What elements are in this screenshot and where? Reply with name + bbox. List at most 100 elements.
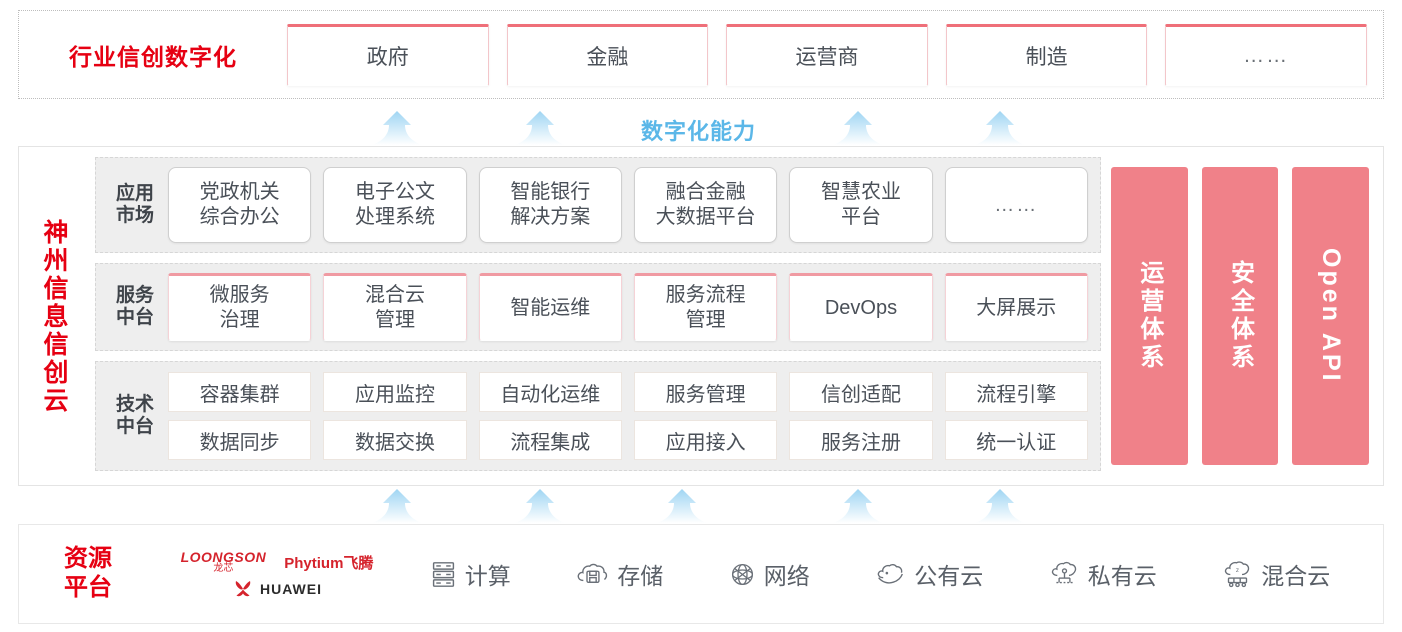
tech-card-app-monitoring[interactable]: 应用监控 <box>323 372 467 412</box>
technology-card-grid: 容器集群 应用监控 自动化运维 服务管理 信创适配 流程引擎 数据同步 数据交换… <box>168 372 1088 460</box>
industry-card-more[interactable]: …… <box>1165 23 1367 86</box>
resource-item-public-cloud[interactable]: 公有云 <box>875 557 983 591</box>
card-line2: 处理系统 <box>354 206 435 228</box>
card-line1: 融合金融 <box>665 181 746 203</box>
tech-card-data-exchange[interactable]: 数据交换 <box>323 420 467 460</box>
pillar-security-system[interactable]: 安全体系 <box>1201 167 1279 465</box>
platform-tier-column: 应用 市场 党政机关综合办公 电子公文处理系统 智能银行解决方案 融合金融大数据… <box>95 157 1101 475</box>
resource-item-private-cloud[interactable]: 私有云 <box>1049 557 1157 591</box>
service-card-microservice-governance[interactable]: 微服务治理 <box>168 273 312 341</box>
loongson-logo-text: LOONGSON <box>180 549 267 565</box>
card-line2: 大数据平台 <box>655 206 756 228</box>
card-line2: 综合办公 <box>199 206 280 228</box>
tech-card-xinchuang-adaptation[interactable]: 信创适配 <box>789 372 933 412</box>
tier-label-line1: 应用 <box>115 183 154 205</box>
industry-card-finance[interactable]: 金融 <box>506 23 709 86</box>
vendor-logo-row: HUAWEI <box>232 580 322 598</box>
industry-card-manufacturing[interactable]: 制造 <box>945 23 1148 86</box>
server-icon <box>430 560 457 589</box>
card-line1: 微服务 <box>209 284 270 306</box>
resource-item-label: 私有云 <box>1087 563 1157 589</box>
app-card-more[interactable]: …… <box>944 167 1088 243</box>
app-card-finance-bigdata[interactable]: 融合金融大数据平台 <box>633 167 778 243</box>
app-card-smart-bank[interactable]: 智能银行解决方案 <box>478 167 622 243</box>
service-card-intelligent-ops[interactable]: 智能运维 <box>478 273 622 341</box>
tech-card-app-access[interactable]: 应用接入 <box>633 420 778 460</box>
up-arrow-icon <box>370 110 424 146</box>
technology-card-row: 容器集群 应用监控 自动化运维 服务管理 信创适配 流程引擎 <box>168 372 1088 412</box>
industry-card-government[interactable]: 政府 <box>287 23 489 86</box>
tech-card-service-registry[interactable]: 服务注册 <box>789 420 933 460</box>
platform-container: 神州信息信创云 应用 市场 党政机关综合办公 电子公文处理系统 智能 <box>18 146 1384 486</box>
pillar-label: 安全体系 <box>1226 260 1254 372</box>
technology-card-row: 数据同步 数据交换 流程集成 应用接入 服务注册 统一认证 <box>168 420 1088 460</box>
service-card-process-management[interactable]: 服务流程管理 <box>633 273 778 341</box>
app-card-edoc-system[interactable]: 电子公文处理系统 <box>323 167 467 243</box>
tier-label-line2: 中台 <box>115 416 154 437</box>
tier-label-line1: 技术 <box>115 394 154 416</box>
loongson-logo-subtext: 龙芯 <box>213 563 234 574</box>
service-card-hybrid-cloud-management[interactable]: 混合云管理 <box>323 273 467 341</box>
card-line1: 智慧农业 <box>820 181 901 203</box>
platform-title: 神州信息信创云 <box>19 147 89 485</box>
industry-card-list: 政府 金融 运营商 制造 …… <box>287 23 1383 86</box>
card-line1: 电子公文 <box>354 181 435 203</box>
platform-body: 应用 市场 党政机关综合办公 电子公文处理系统 智能银行解决方案 融合金融大数据… <box>89 147 1383 485</box>
pillar-column: 运营体系 安全体系 Open API <box>1111 157 1373 475</box>
service-card-large-screen-display[interactable]: 大屏展示 <box>944 273 1088 341</box>
resource-item-label: 公有云 <box>914 563 984 589</box>
resource-item-compute[interactable]: 计算 <box>430 557 511 591</box>
service-card-list: 微服务治理 混合云管理 智能运维 服务流程管理 DevOps <box>168 273 1088 341</box>
tech-card-service-management[interactable]: 服务管理 <box>633 372 778 412</box>
resource-item-label: 存储 <box>617 563 664 589</box>
card-line1: 服务流程 <box>665 284 746 306</box>
capability-label: 数字化能力 <box>641 119 757 144</box>
industry-band: 行业信创数字化 政府 金融 运营商 制造 …… <box>18 10 1384 99</box>
tech-card-process-integration[interactable]: 流程集成 <box>478 420 622 460</box>
card-line2: 管理 <box>685 309 726 331</box>
resource-item-list: 计算 存储 <box>397 557 1383 591</box>
svg-text:z: z <box>1236 566 1239 573</box>
vendor-logo-group: LOONGSON 龙芯 Phytium飞腾 HUAWEI <box>157 550 397 598</box>
tier-label-line1: 服务 <box>115 285 154 307</box>
tech-card-process-engine[interactable]: 流程引擎 <box>944 372 1088 412</box>
tech-card-automated-ops[interactable]: 自动化运维 <box>478 372 622 412</box>
up-arrow-icon <box>513 488 567 524</box>
resource-item-label: 网络 <box>763 563 810 589</box>
tier-application-market: 应用 市场 党政机关综合办公 电子公文处理系统 智能银行解决方案 融合金融大数据… <box>95 157 1101 253</box>
app-card-smart-agriculture[interactable]: 智慧农业平台 <box>789 167 933 243</box>
tier-label-service-platform: 服务 中台 <box>102 285 168 329</box>
pillar-open-api[interactable]: Open API <box>1292 167 1370 465</box>
card-line1: 智能银行 <box>510 181 591 203</box>
pillar-operations-system[interactable]: 运营体系 <box>1111 167 1188 465</box>
platform-title-text: 神州信息信创云 <box>40 219 68 415</box>
lower-arrow-row <box>0 488 1402 524</box>
vendor-logo-row: LOONGSON 龙芯 Phytium飞腾 <box>181 550 374 574</box>
huawei-petal-icon <box>232 580 254 598</box>
huawei-logo: HUAWEI <box>232 580 322 598</box>
resource-item-hybrid-cloud[interactable]: z 混合云 <box>1222 557 1330 591</box>
service-card-devops[interactable]: DevOps <box>789 273 933 341</box>
app-card-government-office[interactable]: 党政机关综合办公 <box>168 167 312 243</box>
industry-card-telecom[interactable]: 运营商 <box>726 23 928 86</box>
tier-label-technology-platform: 技术 中台 <box>102 394 168 438</box>
storage-cloud-icon <box>576 561 609 587</box>
tier-technology-platform: 技术 中台 容器集群 应用监控 自动化运维 服务管理 信创适配 流程引擎 数据同… <box>95 361 1101 471</box>
upper-arrow-row <box>0 104 1402 146</box>
resource-title-line2: 平台 <box>64 574 112 601</box>
phytium-logo: Phytium飞腾 <box>284 554 374 572</box>
public-cloud-icon <box>875 562 906 586</box>
card-line1: DevOps <box>824 296 898 319</box>
up-arrow-icon <box>831 110 885 146</box>
resource-item-storage[interactable]: 存储 <box>576 557 663 591</box>
resource-platform-band: 资源 平台 LOONGSON 龙芯 Phytium飞腾 <box>18 524 1384 624</box>
loongson-logo: LOONGSON 龙芯 <box>181 550 267 574</box>
tech-card-container-cluster[interactable]: 容器集群 <box>168 372 312 412</box>
card-line1: 大屏展示 <box>976 296 1057 319</box>
up-arrow-icon <box>513 110 567 146</box>
tech-card-data-sync[interactable]: 数据同步 <box>168 420 312 460</box>
resource-item-network[interactable]: 网络 <box>729 557 810 591</box>
resource-item-label: 混合云 <box>1261 563 1331 589</box>
resource-item-label: 计算 <box>464 563 511 589</box>
tech-card-unified-auth[interactable]: 统一认证 <box>944 420 1088 460</box>
